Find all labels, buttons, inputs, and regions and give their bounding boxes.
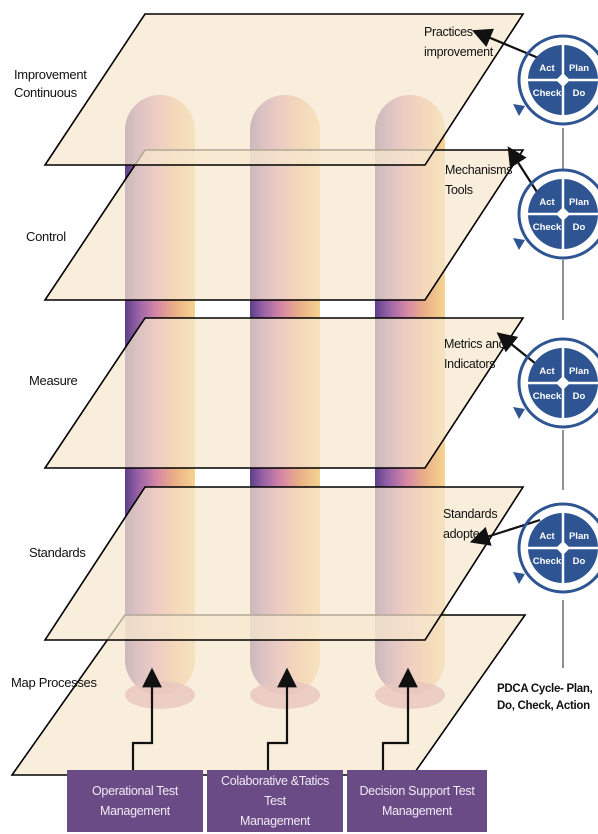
pdca-label-act: Act — [539, 531, 555, 542]
callout-line: Indicators — [444, 357, 495, 371]
management-box-line: Colaborative &Tatics Test — [213, 771, 337, 811]
management-box-line: Management — [359, 801, 474, 821]
level-label-line: Map Processes — [11, 675, 97, 690]
level-label-improvement: Improvement Continuous — [14, 66, 87, 102]
level-label-standards: Standards — [29, 544, 86, 562]
callout-practices-improvement: Practices improvement — [424, 22, 493, 62]
pdca-label-plan: Plan — [569, 63, 589, 74]
callout-line: Practices — [424, 25, 473, 39]
callout-line: Mechanisms — [445, 163, 512, 177]
level-label-control: Control — [26, 228, 66, 246]
pdca-cycle-caption: PDCA Cycle- Plan, Do, Check, Action — [497, 681, 597, 715]
pdca-label-do: Do — [573, 556, 586, 567]
pdca-label-plan: Plan — [569, 366, 589, 377]
callout-standards-adopted: Standards adopted — [443, 504, 497, 544]
callout-line: adopted — [443, 527, 486, 541]
pdca-label-check: Check — [533, 556, 562, 567]
management-box-collaborative: Colaborative &Tatics Test Management — [207, 770, 343, 832]
level-label-line: Standards — [29, 545, 86, 560]
pdca-label-do: Do — [573, 88, 586, 99]
callout-metrics-indicators: Metrics and Indicators — [444, 334, 505, 374]
level-label-map-processes: Map Processes — [11, 674, 97, 692]
callout-line: Standards — [443, 507, 497, 521]
management-box-line: Decision Support Test — [359, 781, 474, 801]
callout-mechanisms-tools: Mechanisms Tools — [445, 160, 512, 200]
pdca-label-plan: Plan — [569, 531, 589, 542]
management-box-line: Management — [92, 801, 178, 821]
management-box-line: Management — [213, 811, 337, 831]
level-label-line: Improvement — [14, 67, 87, 82]
management-box-line: Operational Test — [92, 781, 178, 801]
management-box-decision: Decision Support Test Management — [347, 770, 487, 832]
callout-line: improvement — [424, 45, 493, 59]
level-label-line: Continuous — [14, 85, 77, 100]
management-box-operational: Operational Test Management — [67, 770, 203, 832]
pdca-label-act: Act — [539, 366, 555, 377]
pdca-label-check: Check — [533, 391, 562, 402]
level-label-line: Control — [26, 229, 66, 244]
callout-line: Tools — [445, 183, 473, 197]
pdca-label-act: Act — [539, 63, 555, 74]
planes — [12, 14, 525, 775]
pdca-label-act: Act — [539, 197, 555, 208]
pdca-label-plan: Plan — [569, 197, 589, 208]
level-label-line: Measure — [29, 373, 77, 388]
pdca-label-do: Do — [573, 222, 586, 233]
callout-arrows — [474, 32, 548, 541]
pdca-label-do: Do — [573, 391, 586, 402]
pdca-label-check: Check — [533, 88, 562, 99]
pdca-label-check: Check — [533, 222, 562, 233]
level-label-measure: Measure — [29, 372, 77, 390]
callout-line: Metrics and — [444, 337, 505, 351]
